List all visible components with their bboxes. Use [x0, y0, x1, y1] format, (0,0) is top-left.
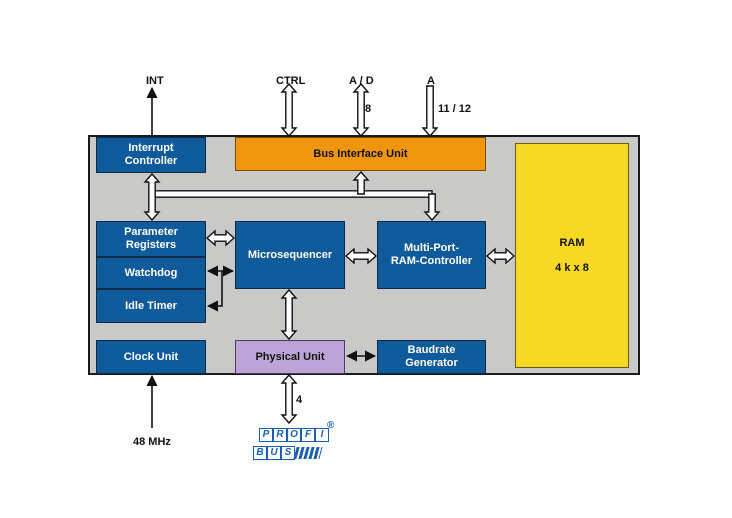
physical-unit-label: Physical Unit: [255, 350, 325, 363]
interrupt-controller-block: Interrupt Controller: [96, 137, 206, 173]
logo-letter-f: F: [301, 428, 315, 442]
baudrate-generator-block: Baudrate Generator: [377, 340, 486, 374]
clock-unit-block: Clock Unit: [96, 340, 206, 374]
parameter-micro-link: [205, 229, 236, 247]
ram-label: RAM: [559, 236, 585, 249]
idle-timer-block: Idle Timer: [96, 289, 206, 323]
micro-ramctrl-link: [344, 247, 378, 265]
bus-interface-unit-block: Bus Interface Unit: [235, 137, 486, 171]
a-signal-label: A: [427, 75, 435, 87]
int-signal-label: INT: [146, 75, 164, 87]
bus-interface-link: [352, 170, 370, 195]
profibus-logo: P R O F I B U S ®: [249, 420, 339, 466]
interrupt-controller-link: [143, 172, 161, 222]
interrupt-controller-label-1: Interrupt: [128, 142, 174, 154]
ram-size-label: 4 k x 8: [555, 261, 589, 274]
ad-bus-width: 8: [365, 103, 372, 115]
logo-stripe: [293, 447, 323, 459]
microsequencer-label: Microsequencer: [247, 248, 333, 261]
logo-letter-r: R: [273, 428, 287, 442]
logo-letter-p: P: [259, 428, 273, 442]
interrupt-controller-label-2: Controller: [124, 155, 178, 167]
watchdog-label: Watchdog: [124, 266, 178, 279]
parameter-registers-label-2: Registers: [125, 239, 177, 251]
profibus-line-arrow: [280, 373, 298, 425]
ram-controller-label-1: Multi-Port-: [404, 242, 459, 254]
multi-port-ram-controller-block: Multi-Port- RAM-Controller: [377, 221, 486, 289]
microsequencer-physical-link: [280, 288, 298, 341]
ram-block: RAM 4 k x 8: [515, 143, 629, 368]
physical-unit-block: Physical Unit: [235, 340, 345, 374]
baudrate-generator-label-1: Baudrate: [407, 344, 456, 356]
watchdog-block: Watchdog: [96, 257, 206, 289]
registered-mark: ®: [327, 420, 335, 431]
idle-timer-label: Idle Timer: [125, 299, 177, 312]
ctrl-bus-arrow: [280, 82, 298, 138]
ad-bus-arrow: [352, 82, 370, 138]
physical-bus-width: 4: [296, 394, 303, 406]
logo-letter-u: U: [267, 446, 281, 460]
parameter-registers-label-1: Parameter: [124, 226, 178, 238]
a-bus-width: 11 / 12: [438, 103, 472, 115]
microsequencer-block: Microsequencer: [235, 221, 345, 289]
logo-letter-i: I: [315, 428, 329, 442]
bus-interface-unit-label: Bus Interface Unit: [313, 147, 408, 160]
logo-letter-o: O: [287, 428, 301, 442]
ctrl-signal-label: CTRL: [276, 75, 306, 87]
ad-signal-label: A / D: [349, 75, 374, 87]
ram-controller-label-2: RAM-Controller: [390, 255, 473, 267]
logo-letter-b: B: [253, 446, 267, 460]
a-bus-arrow: [421, 85, 439, 138]
idletimer-bracket: [206, 271, 223, 312]
internal-bus-horizontal: [151, 190, 433, 198]
clock-frequency-label: 48 MHz: [133, 436, 171, 448]
ramctrl-ram-link: [485, 247, 516, 265]
parameter-registers-block: Parameter Registers: [96, 221, 206, 257]
ram-controller-link: [423, 193, 441, 222]
clock-unit-label: Clock Unit: [123, 350, 179, 363]
baudrate-generator-label-2: Generator: [405, 357, 458, 369]
